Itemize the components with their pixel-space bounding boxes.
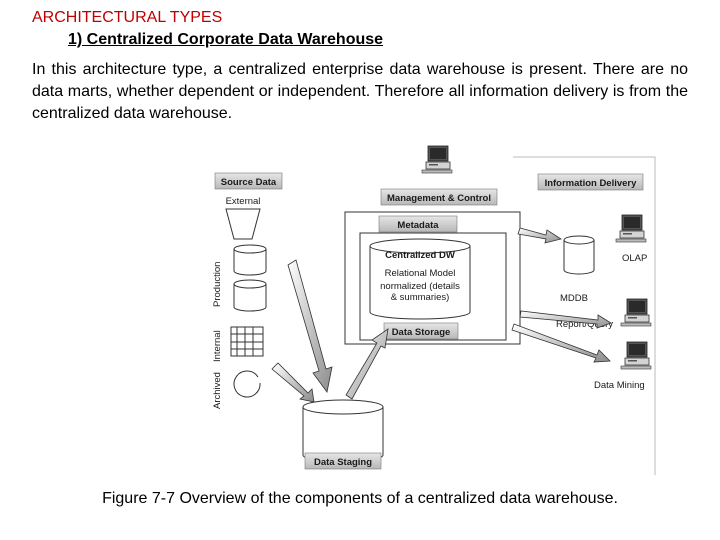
external-source-shape xyxy=(225,208,261,240)
internal-grid-icon xyxy=(230,326,264,357)
data-mining-pc-icon xyxy=(620,341,652,370)
internal-label: Internal xyxy=(212,330,223,362)
dw-to-mining-arrow xyxy=(511,323,611,363)
archived-label: Archived xyxy=(212,372,223,409)
report-query-pc-icon xyxy=(620,298,652,327)
centralized-dw-cylinder xyxy=(369,238,471,320)
production-cylinder-icon xyxy=(233,279,267,312)
relational-model-label: Relational Model xyxy=(385,268,456,279)
data-storage-box xyxy=(359,232,507,341)
svg-text:Management & Control: Management & Control xyxy=(387,193,491,204)
svg-text:Data Storage: Data Storage xyxy=(392,327,451,338)
svg-text:Information Delivery: Information Delivery xyxy=(545,178,638,189)
svg-text:Data Staging: Data Staging xyxy=(314,457,372,468)
source-to-staging-arrow xyxy=(287,259,333,393)
metadata-label: Metadata xyxy=(378,215,458,233)
external-label: External xyxy=(226,196,261,207)
svg-text:Metadata: Metadata xyxy=(397,220,439,231)
centralized-dw-label: Centralized DW xyxy=(385,250,455,261)
report-query-label: Report/Query xyxy=(556,319,613,330)
slide-subtitle: 1) Centralized Corporate Data Warehouse xyxy=(68,31,384,48)
management-control-label: Management & Control xyxy=(380,188,498,206)
normalized-label-line1: normalized (details xyxy=(380,281,460,292)
architecture-diagram: Source Data External Production Internal… xyxy=(200,137,660,477)
intro-paragraph: In this architecture type, a centralized… xyxy=(32,61,688,122)
data-storage-label: Data Storage xyxy=(383,322,459,340)
archived-source-icon xyxy=(233,370,261,398)
slide-title: ARCHITECTURAL TYPES xyxy=(32,9,223,26)
source-to-staging-arrow xyxy=(271,362,315,403)
mddb-label: MDDB xyxy=(560,293,588,304)
dw-to-mddb-arrow xyxy=(517,227,562,244)
delivery-region-border xyxy=(513,156,656,475)
production-cylinder-icon xyxy=(233,244,267,276)
mddb-cylinder xyxy=(563,235,595,275)
production-label: Production xyxy=(212,262,223,307)
data-staging-label: Data Staging xyxy=(304,452,382,470)
management-control-pc-icon xyxy=(421,145,453,174)
staging-to-dw-arrow xyxy=(345,328,389,400)
enterprise-box xyxy=(344,211,521,345)
dw-to-report-arrow xyxy=(519,310,612,329)
olap-label: OLAP xyxy=(622,253,647,264)
source-data-label: Source Data xyxy=(214,172,283,190)
data-staging-cylinder xyxy=(302,399,384,463)
olap-pc-icon xyxy=(615,214,647,243)
data-mining-label: Data Mining xyxy=(594,380,645,391)
svg-text:Source Data: Source Data xyxy=(221,177,277,188)
normalized-label-line2: & summaries) xyxy=(391,292,450,303)
figure-caption: Figure 7-7 Overview of the components of… xyxy=(102,490,618,507)
information-delivery-label: Information Delivery xyxy=(537,173,644,191)
